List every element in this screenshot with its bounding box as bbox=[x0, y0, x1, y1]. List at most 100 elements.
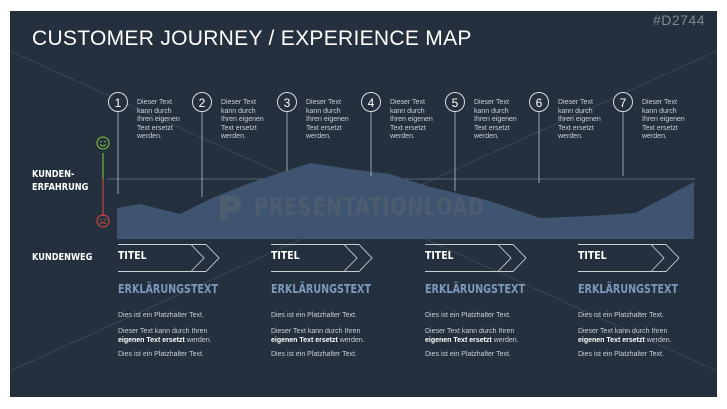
step-description-line: Dieser Text bbox=[137, 99, 172, 106]
step-marker: 1 bbox=[108, 92, 128, 194]
phase-text-line1: Dies ist ein Platzhalter Text. bbox=[425, 312, 511, 319]
slide-code: #D2744 bbox=[652, 12, 705, 28]
experience-area bbox=[117, 163, 694, 239]
step-description-line: werden. bbox=[390, 133, 415, 141]
phase-text-line2-bold: eigenen Text ersetzt bbox=[118, 337, 185, 344]
step-description-line: Text ersetzt bbox=[137, 124, 173, 132]
step-marker: 6 bbox=[529, 92, 549, 183]
step-marker: 5 bbox=[445, 92, 465, 191]
step-circle bbox=[529, 92, 549, 112]
step-circle bbox=[445, 92, 465, 112]
phase-text-line1: Dies ist ein Platzhalter Text. bbox=[118, 312, 204, 319]
step-circle bbox=[108, 92, 128, 112]
chevron-arrow-icon bbox=[118, 244, 220, 272]
step-description-line: Text ersetzt bbox=[642, 124, 678, 132]
step-description-line: Ihren eigenen bbox=[558, 116, 601, 124]
experience-label: KUNDEN- ERFAHRUNG bbox=[32, 168, 88, 194]
slide: #D2744 CUSTOMER JOURNEY / EXPERIENCE MAP… bbox=[10, 11, 717, 397]
step-description-line: Ihren eigenen bbox=[642, 116, 685, 124]
step-marker: 4 bbox=[361, 92, 381, 176]
phase-title: TITEL bbox=[118, 249, 147, 262]
phase-text-line2-pre: Dieser Text kann durch Ihren bbox=[425, 328, 515, 335]
step-description-line: Ihren eigenen bbox=[221, 116, 264, 124]
step-description-line: Ihren eigenen bbox=[390, 116, 433, 124]
phase-heading: ERKLÄRUNGSTEXT bbox=[271, 282, 372, 296]
step-description-line: kann durch bbox=[558, 107, 593, 115]
step-marker: 2 bbox=[192, 92, 212, 197]
step-circle bbox=[192, 92, 212, 112]
phase-text-line2: Dieser Text kann durch Ihren eigenen Text… bbox=[271, 327, 391, 345]
step-description-line: Dieser Text bbox=[306, 99, 341, 106]
step-description-line: werden. bbox=[642, 133, 667, 141]
step-description-line: werden. bbox=[558, 133, 583, 141]
step-description-line: Dieser Text bbox=[390, 99, 425, 106]
step-number: 7 bbox=[620, 96, 627, 110]
step-description-line: kann durch bbox=[306, 107, 341, 115]
presentationload-logo-icon bbox=[220, 196, 241, 220]
step-description-line: kann durch bbox=[390, 107, 425, 115]
phase-text-line1: Dies ist ein Platzhalter Text. bbox=[271, 312, 357, 319]
step-description-line: Text ersetzt bbox=[306, 124, 342, 132]
phase-text-line3: Dies ist ein Platzhalter Text. bbox=[578, 351, 664, 358]
customer-path-label: KUNDENWEG bbox=[32, 252, 93, 263]
phase-title: TITEL bbox=[425, 249, 454, 262]
phase-heading: ERKLÄRUNGSTEXT bbox=[425, 282, 526, 296]
step-number: 1 bbox=[115, 96, 122, 110]
phase-heading: ERKLÄRUNGSTEXT bbox=[578, 282, 679, 296]
phase-text-line2: Dieser Text kann durch Ihren eigenen Text… bbox=[425, 327, 545, 345]
phase-text-line1: Dies ist ein Platzhalter Text. bbox=[578, 312, 664, 319]
smiley-sad-icon bbox=[96, 214, 110, 228]
step-marker: 3 bbox=[277, 92, 297, 171]
step-description-line: Ihren eigenen bbox=[306, 116, 349, 124]
phase-text-line3: Dies ist ein Platzhalter Text. bbox=[118, 351, 204, 358]
step-description-line: Dieser Text bbox=[474, 99, 509, 106]
chevron-arrow-icon bbox=[425, 244, 527, 272]
step-description-line: Dieser Text bbox=[221, 99, 256, 106]
step-description-line: kann durch bbox=[642, 107, 677, 115]
phase-title: TITEL bbox=[271, 249, 300, 262]
phase-text-line2-post: werden. bbox=[184, 337, 212, 344]
step-description-line: Dieser Text bbox=[642, 99, 677, 106]
step-number: 6 bbox=[536, 96, 543, 110]
phase-text-line2-post: werden. bbox=[337, 337, 365, 344]
smiley-happy-icon bbox=[96, 136, 110, 150]
step-description-line: Dieser Text bbox=[558, 99, 593, 106]
phase-text-line2-pre: Dieser Text kann durch Ihren bbox=[118, 328, 208, 335]
step-description-line: werden. bbox=[474, 133, 499, 141]
step-description-line: werden. bbox=[221, 133, 246, 141]
chevron-arrow-icon bbox=[578, 244, 680, 272]
phase-text-line2-bold: eigenen Text ersetzt bbox=[271, 337, 338, 344]
phase-text-line2-post: werden. bbox=[491, 337, 519, 344]
step-description-line: kann durch bbox=[221, 107, 256, 115]
step-description-line: werden. bbox=[137, 133, 162, 141]
phase-text-line2-bold: eigenen Text ersetzt bbox=[578, 337, 645, 344]
experience-label-line1: KUNDEN- bbox=[32, 169, 75, 180]
step-description-line: Ihren eigenen bbox=[474, 116, 517, 124]
step-description-line: Text ersetzt bbox=[221, 124, 257, 132]
step-number: 5 bbox=[452, 96, 459, 110]
phase-title: TITEL bbox=[578, 249, 607, 262]
phase-heading: ERKLÄRUNGSTEXT bbox=[118, 282, 219, 296]
step-number: 4 bbox=[368, 96, 375, 110]
step-description-line: werden. bbox=[306, 133, 331, 141]
phase-text-line2-bold: eigenen Text ersetzt bbox=[425, 337, 492, 344]
phase-text-line3: Dies ist ein Platzhalter Text. bbox=[425, 351, 511, 358]
step-description-line: Text ersetzt bbox=[558, 124, 594, 132]
step-description-line: kann durch bbox=[474, 107, 509, 115]
phase-text-line2-pre: Dieser Text kann durch Ihren bbox=[271, 328, 361, 335]
step-number: 3 bbox=[284, 96, 291, 110]
step-marker: 7 bbox=[613, 92, 633, 176]
step-circle bbox=[277, 92, 297, 112]
journey-graphic: 1 2 3 4 5 6 7 bbox=[96, 92, 695, 239]
phase-text-line3: Dies ist ein Platzhalter Text. bbox=[271, 351, 357, 358]
experience-label-line2: ERFAHRUNG bbox=[32, 182, 89, 193]
phase-text-line2: Dieser Text kann durch Ihren eigenen Text… bbox=[118, 327, 238, 345]
